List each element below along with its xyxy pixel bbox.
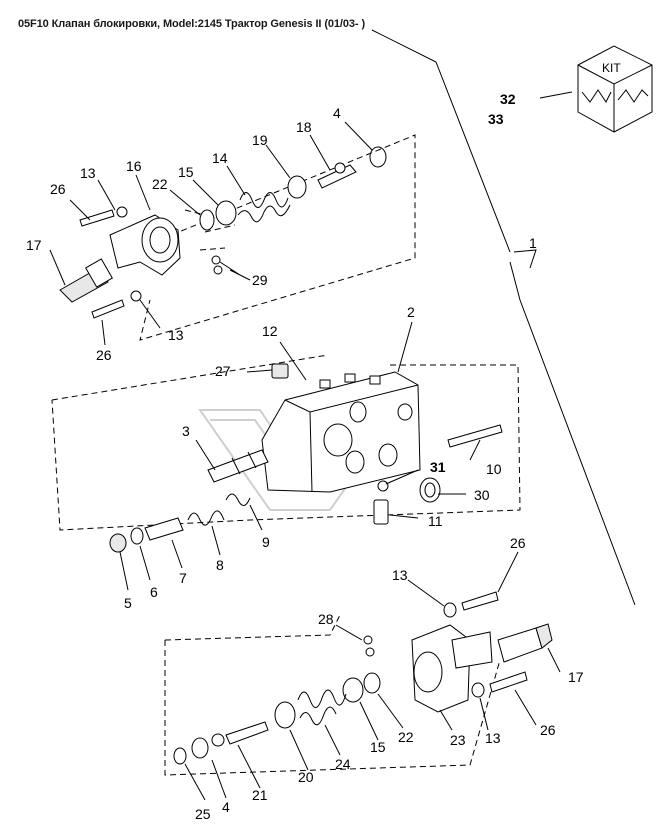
callout-7: 7 — [179, 570, 187, 586]
bottom-assembly-frame — [164, 614, 501, 776]
callout-29: 29 — [252, 272, 268, 288]
callout-1: 1 — [529, 235, 537, 251]
callout-31: 31 — [430, 459, 446, 475]
callout-21: 21 — [252, 787, 268, 803]
callout-15-bottom: 15 — [370, 739, 386, 755]
callout-labels: 1 2 3 4 4 5 6 7 8 9 10 11 12 13 13 13 13… — [26, 91, 584, 822]
top-assembly-frame — [134, 134, 416, 341]
callout-14: 14 — [212, 150, 228, 166]
callout-18: 18 — [296, 119, 312, 135]
callout-17-top: 17 — [26, 237, 42, 253]
callout-13-bottom-a: 13 — [392, 567, 408, 583]
callout-22-bottom: 22 — [398, 729, 414, 745]
callout-13-bottom-b: 13 — [485, 730, 501, 746]
callout-6: 6 — [150, 584, 158, 600]
callout-22-top: 22 — [152, 176, 168, 192]
callout-11: 11 — [428, 513, 443, 529]
page-title: 05F10 Клапан блокировки, Model:2145 Трак… — [18, 18, 366, 30]
main-valve-body — [109, 363, 503, 553]
middle-assembly-frame — [51, 354, 521, 531]
callout-9: 9 — [262, 534, 270, 550]
callout-32: 32 — [500, 91, 516, 107]
callout-19: 19 — [252, 132, 268, 148]
callout-20: 20 — [298, 769, 314, 785]
title-leader-line — [371, 29, 636, 606]
callout-26-bottom-b: 26 — [540, 722, 556, 738]
callout-26-top: 26 — [50, 181, 66, 197]
callout-15-top: 15 — [178, 164, 194, 180]
kit-box-icon: KIT — [577, 45, 653, 133]
leader-lines-middle — [119, 321, 481, 591]
top-assembly-parts — [59, 146, 387, 319]
callout-33: 33 — [488, 111, 504, 127]
callout-8: 8 — [216, 557, 224, 573]
callout-17-bottom: 17 — [568, 669, 584, 685]
callout-3: 3 — [182, 423, 190, 439]
callout-2: 2 — [407, 304, 415, 320]
callout-10: 10 — [486, 461, 502, 477]
callout-28: 28 — [318, 611, 334, 627]
callout-12: 12 — [262, 323, 278, 339]
callout-13-top: 13 — [80, 165, 96, 181]
callout-27: 27 — [215, 363, 231, 379]
callout-30: 30 — [474, 487, 490, 503]
callout-24: 24 — [335, 756, 351, 772]
leader-lines-top — [49, 121, 373, 346]
callout-23: 23 — [450, 732, 466, 748]
callout-26-mid: 26 — [96, 347, 112, 363]
callout-25: 25 — [195, 806, 211, 822]
bottom-assembly-parts — [173, 591, 553, 765]
kit-label: KIT — [602, 61, 621, 75]
leader-line-1 — [513, 249, 537, 269]
leader-lines-bottom — [184, 551, 561, 801]
callout-5: 5 — [124, 595, 132, 611]
callout-4-bottom: 4 — [222, 799, 230, 815]
leader-line-32 — [539, 91, 573, 99]
callout-26-bottom-a: 26 — [510, 535, 526, 551]
callout-4-top: 4 — [333, 105, 341, 121]
callout-13-mid: 13 — [168, 327, 184, 343]
callout-16: 16 — [126, 158, 142, 174]
